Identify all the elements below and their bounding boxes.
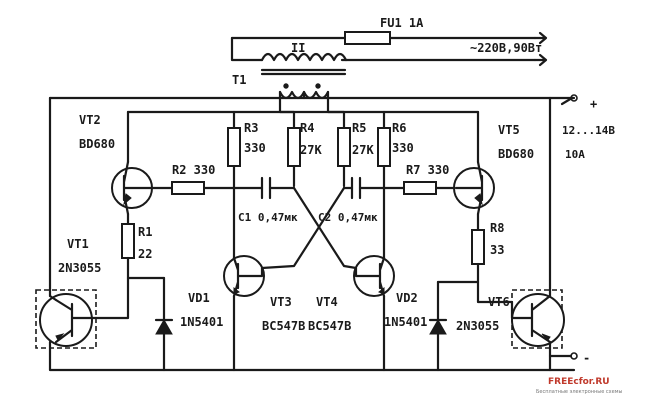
r8-value: 33: [490, 243, 504, 257]
vt1-label: VT1: [67, 237, 89, 251]
winding-ii-coil: [260, 52, 348, 62]
mains-arrows: [533, 31, 548, 67]
r3-label: R3: [244, 121, 258, 135]
vt4-type-label: BC547B: [308, 319, 351, 333]
fuse-symbol: [344, 31, 391, 45]
r6-value: 330: [392, 141, 414, 155]
cross-coupling: [260, 186, 358, 270]
vt3-type-label: BC547B: [262, 319, 305, 333]
r8-label: R8: [490, 221, 504, 235]
watermark-tagline: Бесплатные электронные схемы: [536, 389, 622, 395]
r7-label: R7 330: [406, 163, 449, 177]
vt4-label: VT4: [316, 295, 338, 309]
vt6-label: VT6: [488, 295, 510, 309]
winding-ii-label: II: [291, 41, 305, 55]
r3-value: 330: [244, 141, 266, 155]
positive-arrow: [560, 96, 574, 106]
r5-label: R5: [352, 121, 366, 135]
vt2-label: VT2: [79, 113, 101, 127]
minus-label: -: [583, 351, 590, 365]
c2-symbol: [350, 176, 362, 200]
vt2-type-label: BD680: [79, 137, 115, 151]
watermark-brand: FREEcfor.RU: [548, 377, 610, 387]
r3-symbol: [227, 127, 241, 167]
vd2-label: VD2: [396, 291, 418, 305]
c2-label: C2 0,47мк: [318, 211, 378, 224]
fuse-label: FU1 1A: [380, 16, 424, 30]
vd1-symbol: [155, 318, 173, 335]
vt1-type-label: 2N3055: [58, 261, 101, 275]
vt5-label: VT5: [498, 123, 520, 137]
negative-rail: [48, 340, 576, 372]
r4-label: R4: [300, 121, 314, 135]
vd2-type-label: 1N5401: [384, 315, 427, 329]
supply-current-label: 10А: [565, 148, 585, 161]
r2-label: R2 330: [172, 163, 215, 177]
vt1-transistor: [39, 293, 93, 347]
r8-symbol: [471, 229, 485, 265]
r1-label: R1: [138, 225, 152, 239]
vd2-symbol: [429, 318, 447, 335]
r1-value: 22: [138, 247, 152, 261]
plus-label: +: [590, 97, 597, 111]
vt3-label: VT3: [270, 295, 292, 309]
transformer-label: T1: [232, 73, 246, 87]
r1-symbol: [121, 223, 135, 259]
r4-symbol: [287, 127, 301, 167]
r2-symbol: [171, 181, 205, 195]
r5-value: 27К: [352, 143, 374, 157]
r6-label: R6: [392, 121, 406, 135]
winding-dot-1: [283, 83, 289, 89]
r4-value: 27К: [300, 143, 322, 157]
c1-label: C1 0,47мк: [238, 211, 298, 224]
vt5-type-label: BD680: [498, 147, 534, 161]
vt6-type-label: 2N3055: [456, 319, 499, 333]
winding-dot-2: [315, 83, 321, 89]
mains-label: ~220В,90Вт: [470, 41, 542, 55]
transformer-core: [260, 68, 347, 76]
vd1-label: VD1: [188, 291, 210, 305]
mains-wiring: [230, 36, 537, 62]
supply-voltage-label: 12...14В: [562, 124, 615, 137]
vt6-transistor: [511, 293, 565, 347]
c1-symbol: [260, 176, 272, 200]
vd1-type-label: 1N5401: [180, 315, 223, 329]
r5-symbol: [337, 127, 351, 167]
r7-symbol: [403, 181, 437, 195]
r6-symbol: [377, 127, 391, 167]
